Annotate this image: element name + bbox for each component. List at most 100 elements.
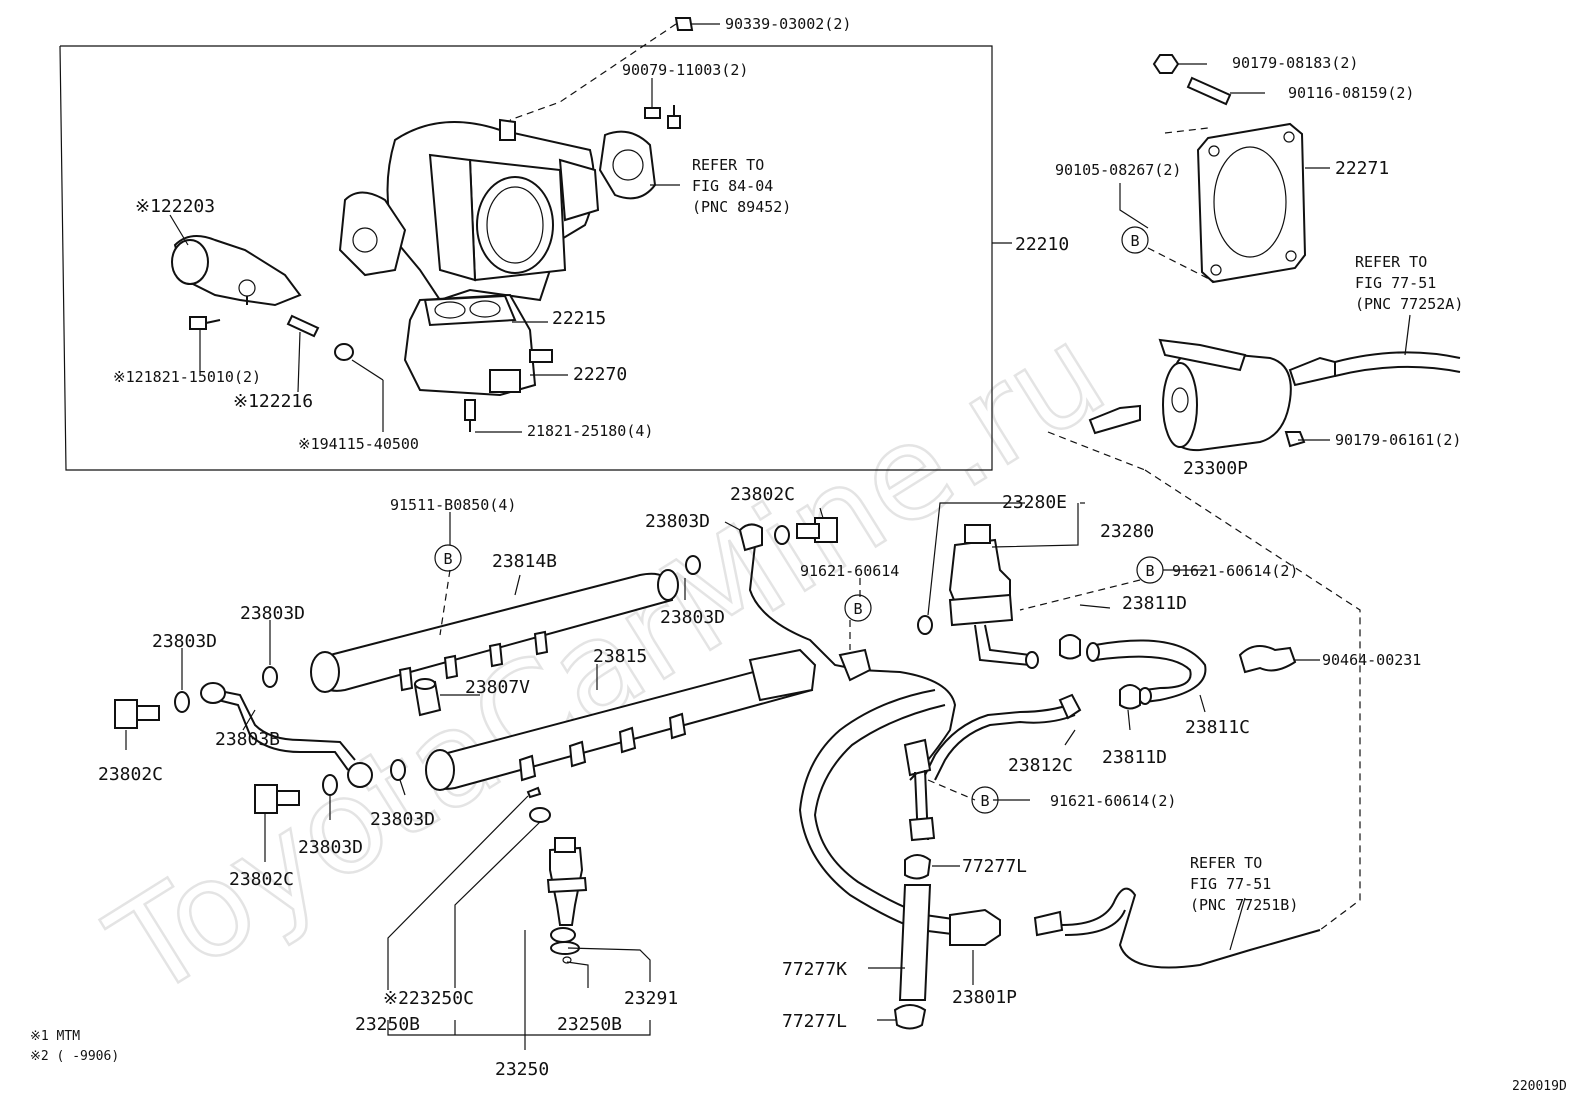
union-bolt-left [114,699,160,729]
label-refer2-b: FIG 77-51 [1355,274,1436,292]
label-94115: ※194115-40500 [298,435,419,453]
part-labels: 90339-03002(2) 90079-11003(2) REFER TO F… [98,15,1463,1080]
iacv-illustration [403,293,553,432]
label-90105: 90105-08267(2) [1055,161,1181,179]
delivery-pipe-23814B [310,569,679,693]
label-refer2-c: (PNC 77252A) [1355,295,1463,313]
svg-text:B: B [443,550,452,568]
label-77277L-top: 77277L [962,856,1027,877]
delivery-pipe-23815 [425,648,817,791]
fuel-line-77251B [1061,887,1321,969]
label-23291: 23291 [624,988,678,1009]
label-refer3-c: (PNC 77251B) [1190,896,1298,914]
label-23801P: 23801P [952,987,1017,1008]
throttle-body-illustration [338,105,681,302]
svg-text:B: B [980,792,989,810]
gasket-22271-illustration [1196,122,1307,284]
clip-90464 [1238,645,1297,674]
insulator-23250C [529,807,551,823]
label-23803D-d: 23803D [370,809,435,830]
label-21821-15010: ※121821-15010(2) [113,368,261,386]
svg-text:B: B [853,600,862,618]
throttle-body-frame [59,45,993,471]
label-23803D-top: 23803D [645,511,710,532]
label-22210: 22210 [1015,234,1069,255]
label-refer3-b: FIG 77-51 [1190,875,1271,893]
label-91621-low: 91621-60614(2) [1050,792,1176,810]
fuel-pipe-upper [748,544,957,781]
label-refer1-c: (PNC 89452) [692,198,791,216]
label-77277L-bot: 77277L [782,1011,847,1032]
seal-22216 [286,314,320,338]
label-23300P: 23300P [1183,458,1248,479]
figure-id: 220019D [1512,1079,1567,1094]
label-90116: 90116-08159(2) [1288,84,1414,102]
label-23803D-b: 23803D [152,631,217,652]
label-77277K: 77277K [782,959,847,980]
label-23803D-c: 23803D [660,607,725,628]
label-23802C-bot: 23802C [229,869,294,890]
label-21821-25180: 21821-25180(4) [527,422,653,440]
label-23250: 23250 [495,1059,549,1080]
fuel-pipe-23812C [924,702,1076,781]
label-refer1-b: FIG 84-04 [692,177,773,195]
nut-90179-08183 [1152,54,1180,74]
gasket-top-2 [685,555,701,575]
gasket-lower-1 [322,774,338,796]
footnote-1: ※1 MTM [30,1029,80,1044]
hose-77277K [898,884,932,1001]
union-bolt-top [796,517,838,543]
label-23802C-left: 23802C [98,764,163,785]
callout-b-3: B [844,594,872,622]
label-22270: 22270 [573,364,627,385]
label-refer3-a: REFER TO [1190,854,1262,872]
label-23803D-e: 23803D [298,837,363,858]
label-23280: 23280 [1100,521,1154,542]
label-90339: 90339-03002(2) [725,15,851,33]
label-22203: ※122203 [135,196,215,217]
label-refer2-a: REFER TO [1355,253,1427,271]
tps-illustration [171,235,302,307]
callout-b-5: B [971,786,999,814]
label-23814B: 23814B [492,551,557,572]
fuel-line-77252A [1334,351,1461,377]
fuel-pipe-long [798,689,961,936]
label-23803B: 23803B [215,729,280,750]
label-22215: 22215 [552,308,606,329]
bracket-mid [903,738,932,777]
label-23811D-bot: 23811D [1102,747,1167,768]
label-23250B-r: 23250B [557,1014,622,1035]
label-23803D-a: 23803D [240,603,305,624]
small-oring-top [526,786,542,799]
gasket-lower-2 [390,759,406,781]
label-23802C-top: 23802C [730,484,795,505]
oring-23280E [917,615,933,635]
pressure-regulator-23280 [948,524,1039,669]
label-90464: 90464-00231 [1322,651,1421,669]
label-90179-08183: 90179-08183(2) [1232,54,1358,72]
label-23250C: ※223250C [383,988,474,1009]
label-22271: 22271 [1335,158,1389,179]
clip-77277L-bot [893,1004,927,1030]
label-91511: 91511-B0850(4) [390,496,516,514]
hose-23811C [1094,639,1207,703]
clip-23811D-top [1059,634,1081,660]
callout-b-4: B [1136,556,1164,584]
label-23250B-l: 23250B [355,1014,420,1035]
union-bolt-lower [254,784,300,814]
label-91621-mid: 91621-60614 [800,562,899,580]
stud-90116 [1186,76,1232,106]
label-refer1-a: REFER TO [692,156,764,174]
label-90079: 90079-11003(2) [622,61,748,79]
gasket-top-1 [774,525,790,545]
bracket-left [838,648,872,682]
label-22216: ※122216 [233,391,313,412]
callout-b-2: B [434,544,462,572]
label-23807V: 23807V [465,677,530,698]
label-23811C: 23811C [1185,717,1250,738]
label-91621-r: 91621-60614(2) [1172,562,1298,580]
fuel-pipe-23803B [214,689,356,761]
injector-23250 [546,837,588,955]
label-90179-06161: 90179-06161(2) [1335,431,1461,449]
